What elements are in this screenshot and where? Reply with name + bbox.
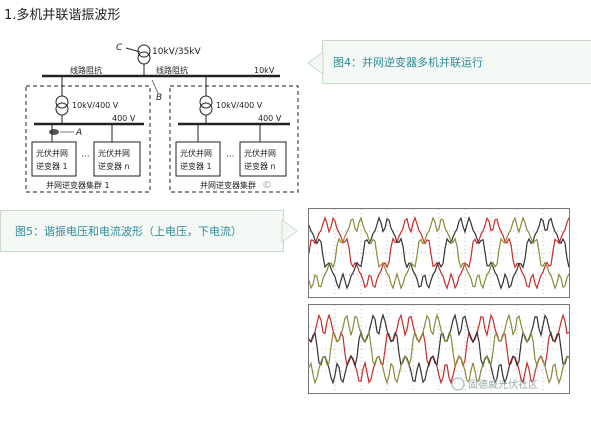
label-c: C: [116, 43, 123, 53]
line-impedance-right: 线路阻抗: [156, 65, 188, 75]
current-waveform: [308, 305, 570, 393]
cluster-1-inverter-n: [93, 141, 141, 177]
current-trace-black: [308, 313, 570, 385]
cluster-2-dots: ···: [226, 152, 235, 162]
transformer-top-label: 10kV/35kV: [152, 47, 202, 57]
label-a: A: [75, 128, 82, 138]
voltage-trace-olive: [308, 215, 570, 290]
voltage-trace-red: [308, 215, 570, 291]
voltage-trace-black: [308, 215, 570, 291]
cluster-2-inverter-1-line1: 光伏并网: [180, 148, 212, 158]
cluster-1-dots: ···: [81, 152, 90, 162]
cluster-1-low-voltage: 400 V: [112, 114, 136, 123]
current-waveform-panel: [308, 304, 570, 394]
callout-fig4-text: 图4：并网逆变器多机并联运行: [333, 56, 483, 69]
cluster-2-inverter-1-line2: 逆变器 1: [180, 161, 212, 171]
callout-fig5-text: 图5：谐振电压和电流波形（上电压，下电流）: [15, 225, 242, 238]
scope-watermark: 固德威光伏社区: [451, 377, 538, 391]
cluster-2-transformer-icon: [199, 95, 213, 109]
callout-fig4: 图4：并网逆变器多机并联运行: [322, 40, 591, 84]
cluster-2-inverter-n: [239, 141, 287, 177]
cluster-2-low-voltage: 400 V: [258, 114, 282, 123]
waveform-figure: 固德威光伏社区: [308, 204, 570, 394]
callout-fig5: 图5：谐振电压和电流波形（上电压，下电流）: [0, 210, 284, 252]
label-a-marker: [49, 129, 59, 135]
voltage-waveform-panel: [308, 208, 570, 298]
bus-label: 10kV: [254, 66, 275, 75]
circuit-diagram: C 10kV/35kV 线路阻抗 线路阻抗 10kV B 10kV/400 V …: [25, 43, 299, 193]
cluster-1-inverter-n-line2: 逆变器 n: [98, 161, 130, 171]
cluster-1-transformer-label: 10kV/400 V: [72, 101, 119, 110]
section-heading: 1.多机并联谐振波形: [4, 8, 121, 23]
cluster-2-inverter-1: [175, 141, 221, 177]
watermark-text: 固德威光伏社区: [468, 378, 538, 391]
line-impedance-left: 线路阻抗: [70, 65, 102, 75]
cluster-1-inverter-n-line1: 光伏并网: [98, 148, 130, 158]
cluster-2-inverter-n-line2: 逆变器 n: [244, 161, 276, 171]
cluster-1-transformer-icon: [55, 95, 69, 109]
watermark-logo-icon: [451, 377, 465, 391]
callout-fig5-arrow: [281, 219, 298, 243]
cluster-2-label: 并网逆变器集群: [200, 180, 256, 190]
cluster-1-inverter-1-line2: 逆变器 1: [36, 161, 68, 171]
cluster-1-inverter-1: [31, 141, 77, 177]
voltage-waveform: [308, 209, 570, 297]
cluster-1-box: [25, 85, 151, 193]
cluster-2-transformer-label: 10kV/400 V: [216, 101, 263, 110]
cluster-2-inverter-n-line1: 光伏并网: [244, 148, 276, 158]
callout-fig4-arrow: [307, 51, 324, 75]
current-trace-olive: [308, 313, 570, 385]
label-b: B: [156, 93, 162, 103]
transformer-top-icon: [137, 44, 151, 58]
cluster-1-inverter-1-line1: 光伏并网: [36, 148, 68, 158]
cluster-1-label: 并网逆变器集群 1: [46, 180, 110, 190]
circuit-watermark: ©: [262, 180, 272, 191]
cluster-2-box: [169, 85, 299, 193]
